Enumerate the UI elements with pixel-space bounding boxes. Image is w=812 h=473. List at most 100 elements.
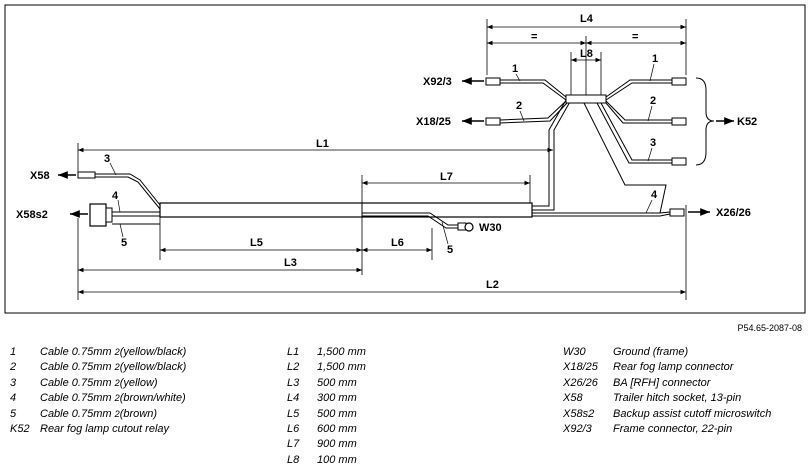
cable-number-2-left: 2 [516,100,522,112]
k52-brace [695,77,715,166]
legend-color: (brown/white) [119,392,186,405]
cable-number-1-right: 1 [652,53,658,65]
legend-color: (brown) [119,407,157,420]
cable-number-1-left: 1 [512,63,518,75]
legend-color: (yellow/black) [119,346,187,358]
dim-l6-label: L6 [391,237,404,249]
legend-row: L6 600 mm [287,422,366,437]
legend-value: 100 mm [317,453,357,466]
diagram-frame [4,4,806,314]
legend-key: W30 [563,346,586,358]
dim-l5-label: L5 [250,237,263,249]
legend-value: BA [RFH] connector [613,376,711,389]
connector-w30-label: W30 [479,222,502,234]
cable-number-5-left: 5 [121,237,127,249]
legend-key: 1 [10,346,17,358]
harness-bundle [159,94,607,218]
reference-code: P54.65-2087-08 [737,323,802,333]
legend-row: W30 Ground (frame) [563,345,771,360]
legend-sup: 2 [114,408,120,419]
legend-key: L5 [287,407,300,420]
connector-x92-3-label: X92/3 [423,76,452,88]
legend-key: 2 [10,361,17,374]
right-connectors [485,77,687,217]
cable-number-4-right: 4 [651,189,658,201]
connector-x26-26-label: X26/26 [716,207,751,219]
dim-l4-label: L4 [580,13,594,25]
legend-color: (yellow) [119,376,158,389]
legend-row: L3 500 mm [287,376,366,391]
legend-text: Cable 0.75mm [40,392,112,405]
legend-row: K52 Rear fog lamp cutout relay [10,422,186,437]
right-branches [499,79,672,217]
legend-text: Cable 0.75mm [40,346,112,358]
connector-x58s2-label: X58s2 [16,209,48,221]
dim-l1-label: L1 [316,138,329,150]
wiring-harness-diagram: L4 = = L8 L1 L7 L5 L6 L3 L2 X92/3 X18/25… [4,4,806,314]
legend-key: X58s2 [563,407,595,420]
cable-number-3-right: 3 [650,137,656,149]
legend-key: L3 [287,376,300,389]
legend-value: 600 mm [317,423,357,436]
legend-sup: 2 [114,377,120,388]
dim-l8-label: L8 [580,48,593,60]
legend-row: 3 Cable 0.75mm 2 (yellow) [10,376,186,391]
cable-number-5-w30: 5 [447,244,453,256]
legend-row: L4 300 mm [287,391,366,406]
legend-text: Rear fog lamp cutout relay [40,423,170,436]
legend-key: L4 [287,392,300,405]
connector-arrows [58,77,734,218]
legend-key: L8 [287,453,300,466]
legend-row: L5 500 mm [287,407,366,422]
legend-row: X18/25 Rear fog lamp connector [563,360,771,375]
legend-key: L6 [287,423,300,436]
x58-plug [77,171,96,179]
legend-value: 500 mm [317,376,357,389]
legend-row: X58 Trailer hitch socket, 13-pin [563,391,771,406]
dim-l3-label: L3 [284,257,297,269]
legend-key: 4 [10,392,17,405]
legend-sup: 2 [114,393,120,404]
legend-key: X58 [563,392,583,405]
legend-value: Ground (frame) [613,346,689,358]
legend-value: Frame connector, 22-pin [613,423,733,436]
dim-l7-label: L7 [440,171,453,183]
legend-key: X18/25 [563,361,598,374]
connector-k52-label: K52 [737,116,757,128]
leader-lines [109,63,655,245]
w30-ring-terminal [457,222,474,232]
legend-value: 500 mm [317,407,357,420]
legend-value: Backup assist cutoff microswitch [613,407,772,420]
legend-row: L8 100 mm [287,453,366,468]
legend-key: K52 [10,423,30,436]
x58s2-switch [89,203,113,227]
legend-key: L1 [287,346,300,358]
legend-sup: 2 [114,362,120,373]
dimension-lines [77,19,687,300]
cable-number-4-left: 4 [112,190,119,202]
legend-value: 300 mm [317,392,357,405]
legend-text: Cable 0.75mm [40,361,112,374]
left-branches [95,173,462,229]
legend-text: Cable 0.75mm [40,376,112,389]
dim-l2-label: L2 [486,279,499,291]
cable-number-2-right: 2 [650,95,656,107]
connector-x58-label: X58 [30,170,50,182]
legend-key: X26/26 [563,376,598,389]
legend-row: X58s2 Backup assist cutoff microswitch [563,407,771,422]
legend-key: L7 [287,438,300,451]
legend-text: Cable 0.75mm [40,407,112,420]
legend-value: Trailer hitch socket, 13-pin [613,392,742,405]
legend-value: Rear fog lamp connector [613,361,734,374]
legend-value: 1,500 mm [317,361,366,374]
legend-key: 3 [10,376,17,389]
dim-eq-left-label: = [531,31,537,43]
